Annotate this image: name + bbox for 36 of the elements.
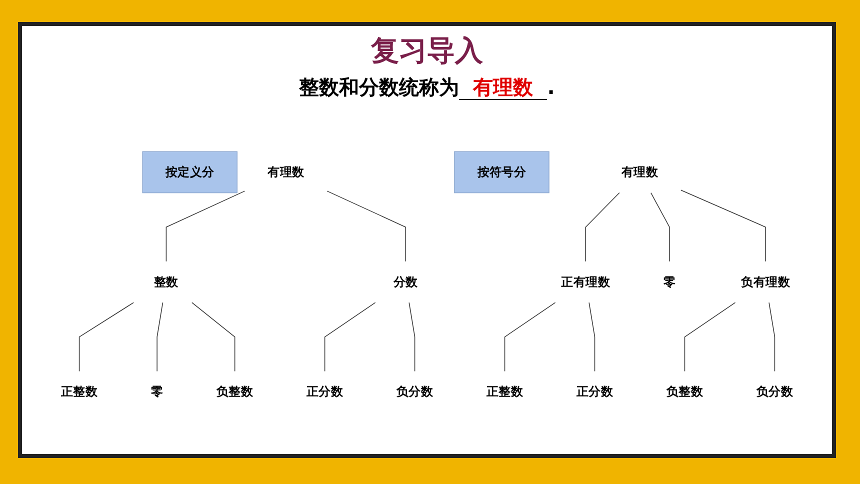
connector bbox=[650, 192, 670, 262]
node-text: 负有理数 bbox=[741, 274, 790, 289]
node-text: 负整数 bbox=[216, 384, 254, 399]
node-text: 负分数 bbox=[756, 384, 794, 399]
slide-title: 复习导入 bbox=[370, 33, 484, 69]
node-text: 正整数 bbox=[60, 384, 98, 399]
node-text: 负整数 bbox=[666, 384, 704, 399]
node-text: 有理数 bbox=[268, 164, 304, 180]
connector bbox=[408, 302, 416, 372]
connector bbox=[324, 302, 376, 372]
node-text: 分数 bbox=[393, 274, 418, 289]
sentence-text: . bbox=[547, 75, 555, 99]
connector bbox=[585, 192, 620, 262]
node-text: 负分数 bbox=[396, 384, 434, 399]
node-text: 零 bbox=[150, 384, 164, 399]
node-box: 按符号分 bbox=[454, 151, 550, 194]
connector bbox=[166, 190, 246, 262]
connector bbox=[156, 302, 164, 372]
answer-text: 有理数 bbox=[459, 75, 548, 100]
connector bbox=[78, 302, 134, 372]
connector bbox=[326, 190, 406, 262]
connector bbox=[684, 302, 736, 372]
sentence-text: 整数和分数统称为 bbox=[299, 75, 460, 99]
connector bbox=[680, 190, 766, 262]
node-box: 按定义分 bbox=[142, 151, 238, 194]
connector bbox=[192, 302, 236, 372]
connector bbox=[768, 302, 776, 372]
node-text: 整数 bbox=[154, 274, 178, 289]
node-text: 正整数 bbox=[486, 384, 524, 399]
node-text: 零 bbox=[663, 274, 676, 289]
node-text: 正分数 bbox=[306, 384, 344, 399]
node-text: 正有理数 bbox=[561, 274, 610, 289]
node-text: 有理数 bbox=[621, 164, 658, 180]
connector bbox=[504, 302, 556, 372]
connector bbox=[588, 302, 596, 372]
node-text: 正分数 bbox=[576, 384, 614, 399]
